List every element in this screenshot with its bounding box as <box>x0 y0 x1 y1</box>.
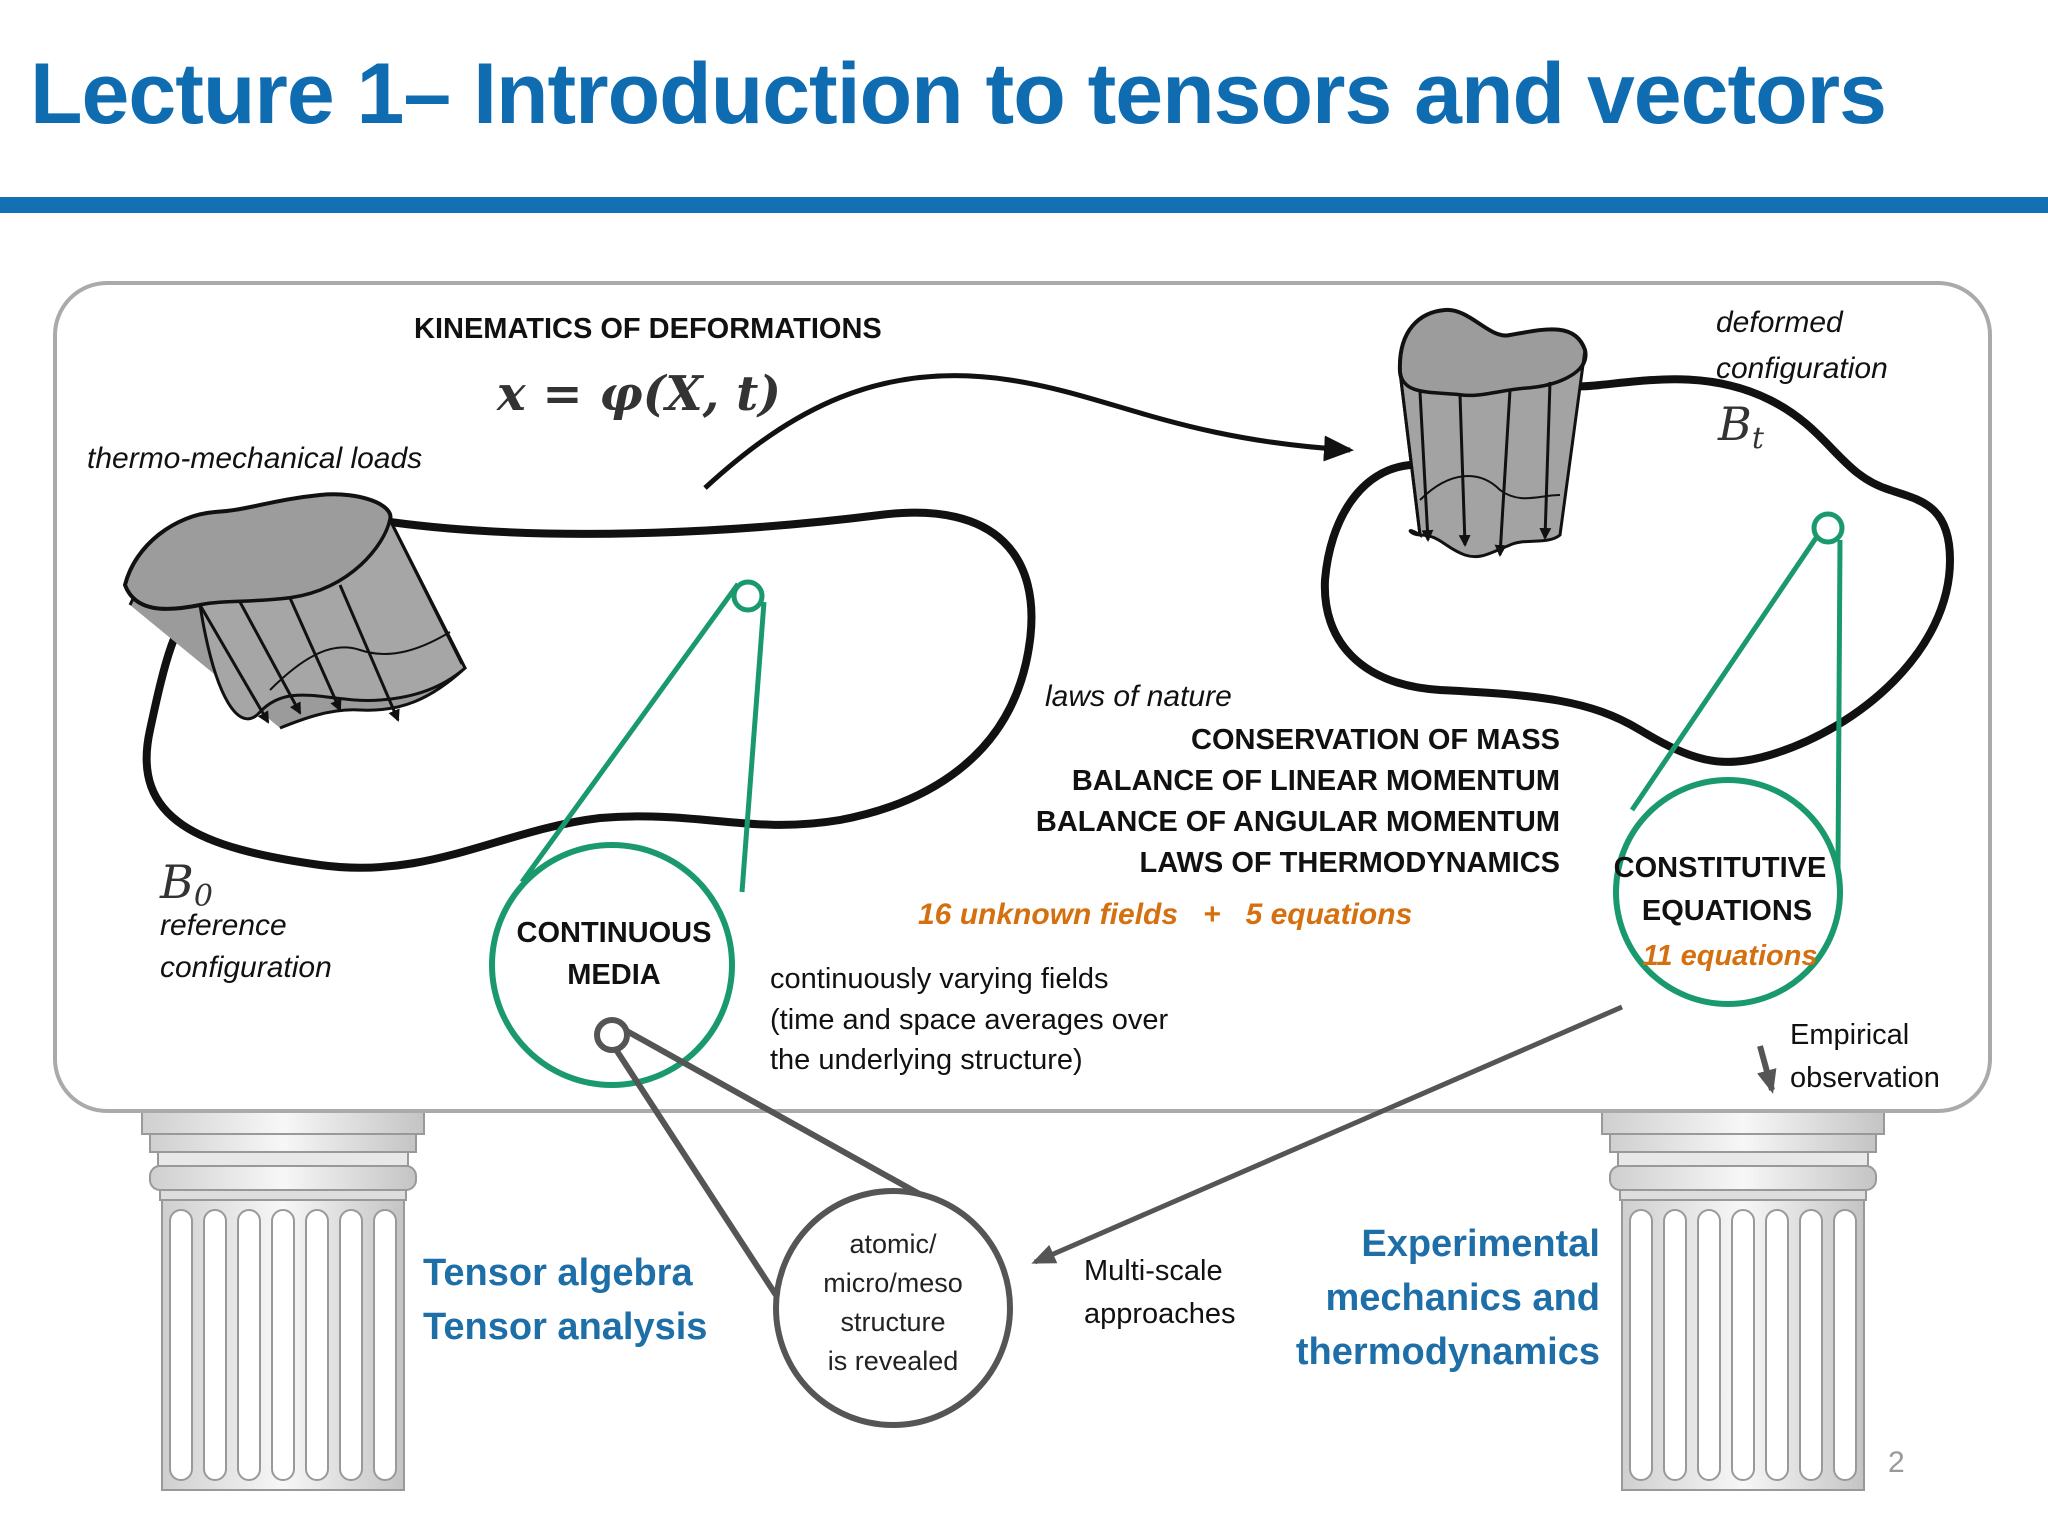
pillar-right-line1: Experimental <box>1361 1223 1600 1265</box>
fields-equations-count: 16 unknown fields + 5 equations <box>918 898 1412 931</box>
law-thermodynamics: LAWS OF THERMODYNAMICS <box>1140 847 1561 879</box>
pillar-right-line3: thermodynamics <box>1296 1331 1600 1373</box>
reference-prism <box>122 492 467 730</box>
reference-label-line1: reference <box>160 909 287 942</box>
micro-line3: structure <box>840 1307 945 1337</box>
pillar-left-line2: Tensor analysis <box>423 1306 707 1348</box>
deformed-symbol: Bt <box>1717 397 1765 456</box>
empirical-arrow <box>1757 1045 1777 1094</box>
constitutive-magnifier <box>1613 511 1845 1007</box>
micro-line2: micro/meso <box>823 1268 963 1298</box>
reference-label-line2: configuration <box>160 951 332 984</box>
kinematics-arrow <box>703 373 1354 490</box>
micro-magnifier <box>594 1017 1013 1428</box>
continuous-media-magnifier <box>489 579 767 1088</box>
reference-body-outline <box>142 508 1036 872</box>
deformed-prism <box>1397 307 1588 559</box>
empirical-line2: observation <box>1790 1062 1940 1094</box>
pillar-right-line2: mechanics and <box>1325 1277 1600 1319</box>
title-rule <box>0 197 2048 213</box>
continuous-desc-line2: (time and space averages over <box>770 1004 1168 1036</box>
multiscale-arrow <box>1031 1004 1623 1265</box>
continuous-media-line2: MEDIA <box>567 959 661 991</box>
loads-label: thermo-mechanical loads <box>87 442 422 475</box>
reference-symbol: B0 <box>159 855 213 914</box>
continuous-desc-line3: the underlying structure) <box>770 1044 1083 1076</box>
law-conservation-mass: CONSERVATION OF MASS <box>1191 724 1560 756</box>
constitutive-line1: CONSTITUTIVE <box>1614 852 1827 884</box>
laws-dot: . <box>1546 676 1553 706</box>
pillar-right <box>1601 1111 1885 1491</box>
deformed-label-line1: deformed <box>1716 306 1844 339</box>
slide-title: Lecture 1– Introduction to tensors and v… <box>30 46 1887 142</box>
continuous-desc-line1: continuously varying fields <box>770 963 1109 995</box>
law-linear-momentum: BALANCE OF LINEAR MOMENTUM <box>1072 765 1560 797</box>
kinematics-equation: x = φ(X, t) <box>496 366 781 422</box>
constitutive-count: 11 equations <box>1642 940 1817 972</box>
multiscale-line2: approaches <box>1084 1298 1236 1330</box>
law-angular-momentum: BALANCE OF ANGULAR MOMENTUM <box>1036 806 1560 838</box>
micro-line1: atomic/ <box>849 1229 937 1259</box>
pillar-left <box>141 1111 425 1491</box>
micro-line4: is revealed <box>828 1346 959 1376</box>
kinematics-heading: KINEMATICS OF DEFORMATIONS <box>414 313 882 345</box>
empirical-line1: Empirical <box>1790 1019 1909 1051</box>
constitutive-line2: EQUATIONS <box>1642 895 1812 927</box>
multiscale-line1: Multi-scale <box>1084 1255 1223 1287</box>
laws-intro: laws of nature <box>1045 680 1232 713</box>
pillar-left-line1: Tensor algebra <box>423 1252 693 1294</box>
deformed-label-line2: configuration <box>1716 352 1888 385</box>
page-number: 2 <box>1888 1446 1905 1479</box>
continuous-media-line1: CONTINUOUS <box>517 917 712 949</box>
deformed-body-outline <box>1320 375 1955 766</box>
